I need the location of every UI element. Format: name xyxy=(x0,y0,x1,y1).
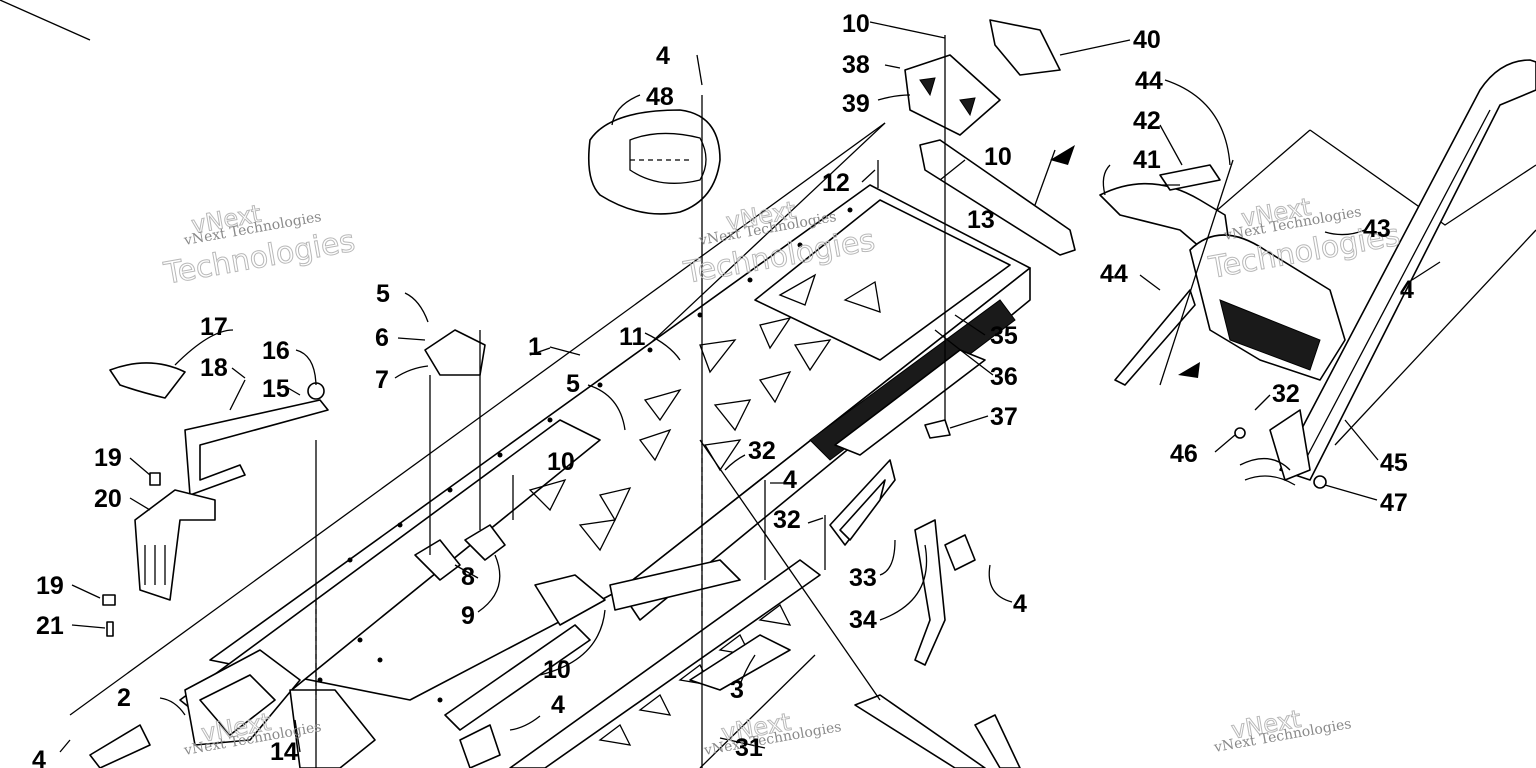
bracket-7 xyxy=(424,329,486,376)
callout-38: 38 xyxy=(842,51,870,79)
callout-33: 33 xyxy=(849,564,877,592)
rear-assembly xyxy=(1099,59,1536,489)
callout-45: 45 xyxy=(1380,449,1408,477)
callout-4: 4 xyxy=(32,746,46,768)
plate-8 xyxy=(414,539,461,581)
bracket-assembly-39 xyxy=(904,19,1061,136)
left-parts-group xyxy=(102,362,329,637)
tunnel-rivets xyxy=(317,207,853,703)
clip-37 xyxy=(924,419,951,439)
callout-15: 15 xyxy=(262,375,290,403)
callout-6: 6 xyxy=(375,324,389,352)
callout-37: 37 xyxy=(990,403,1018,431)
callout-32: 32 xyxy=(1272,380,1300,408)
grab-handle-33 xyxy=(829,459,976,666)
callout-41: 41 xyxy=(1133,146,1161,174)
front-lower-part-14 xyxy=(289,689,376,768)
bracket-13 xyxy=(919,139,1076,256)
callout-8: 8 xyxy=(461,563,475,591)
callout-2: 2 xyxy=(117,684,131,712)
callout-47: 47 xyxy=(1380,489,1408,517)
callout-48: 48 xyxy=(646,83,674,111)
callout-4: 4 xyxy=(656,42,670,70)
callout-5: 5 xyxy=(566,370,580,398)
callout-19: 19 xyxy=(94,444,122,472)
callout-35: 35 xyxy=(990,322,1018,350)
direction-arrow-bottom xyxy=(1178,362,1200,378)
seat-cushion-48 xyxy=(587,109,721,215)
callout-10: 10 xyxy=(543,656,571,684)
callout-7: 7 xyxy=(375,366,389,394)
callout-12: 12 xyxy=(822,169,850,197)
callout-11: 11 xyxy=(619,323,646,351)
callout-32: 32 xyxy=(748,437,776,465)
callout-10: 10 xyxy=(842,10,870,38)
plate-9-small xyxy=(464,524,506,561)
callout-13: 13 xyxy=(967,206,995,234)
callout-42: 42 xyxy=(1133,107,1161,135)
direction-arrow-top xyxy=(1050,145,1075,165)
callout-18: 18 xyxy=(200,354,228,382)
bottom-right-bracket xyxy=(974,714,1021,768)
callout-4: 4 xyxy=(783,466,797,494)
callout-31: 31 xyxy=(735,734,763,762)
callout-21: 21 xyxy=(36,612,64,640)
callout-labels: 1 2 3 4 4 4 4 4 4 4 5 5 6 7 8 9 10 10 10… xyxy=(32,10,1414,768)
tunnel-frame xyxy=(69,122,1031,768)
callout-4: 4 xyxy=(551,691,565,719)
callout-5: 5 xyxy=(376,280,390,308)
callout-44: 44 xyxy=(1135,67,1163,95)
bottom-left-bracket xyxy=(89,724,151,768)
callout-9: 9 xyxy=(461,602,475,630)
leader-lines xyxy=(0,0,1441,768)
callout-17: 17 xyxy=(200,313,228,341)
callout-3: 3 xyxy=(730,676,744,704)
callout-43: 43 xyxy=(1363,215,1391,243)
callout-19: 19 xyxy=(36,572,64,600)
callout-44: 44 xyxy=(1100,260,1128,288)
callout-40: 40 xyxy=(1133,26,1161,54)
callout-4: 4 xyxy=(1400,276,1414,304)
watermark-6: vNext vNext Technologies xyxy=(1212,704,1353,756)
watermark-1: vNext vNext Technologies Technologies xyxy=(160,199,358,292)
callout-10: 10 xyxy=(984,143,1012,171)
callout-14: 14 xyxy=(270,738,298,766)
callout-16: 16 xyxy=(262,337,290,365)
callout-46: 46 xyxy=(1170,440,1198,468)
callout-39: 39 xyxy=(842,90,870,118)
callout-10: 10 xyxy=(547,448,575,476)
callout-20: 20 xyxy=(94,485,122,513)
callout-34: 34 xyxy=(849,606,877,634)
callout-4: 4 xyxy=(1013,590,1027,618)
callout-1: 1 xyxy=(528,333,542,361)
callout-32: 32 xyxy=(773,506,801,534)
callout-36: 36 xyxy=(990,363,1018,391)
watermark-5: vNext vNext Technologies xyxy=(702,707,843,759)
